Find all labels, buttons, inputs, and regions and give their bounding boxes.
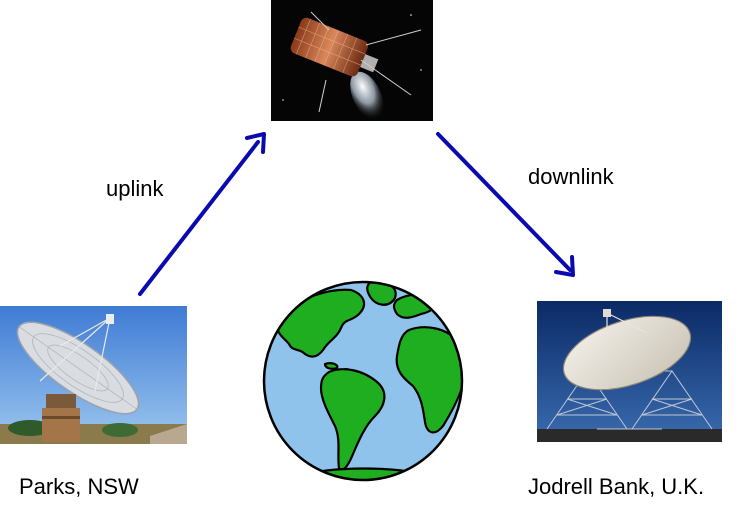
satellite-image — [271, 0, 433, 121]
uplink-label: uplink — [106, 176, 164, 201]
uplink-arrow — [138, 132, 266, 296]
jodrell-station-label: Jodrell Bank, U.K. — [528, 474, 705, 499]
earth-globe — [259, 278, 467, 484]
jodrell-bank-telescope-image — [537, 301, 722, 442]
parks-telescope-image — [0, 306, 187, 444]
downlink-arrow — [436, 132, 575, 277]
downlink-label: downlink — [528, 164, 614, 189]
parks-station-label: Parks, NSW — [19, 474, 139, 499]
